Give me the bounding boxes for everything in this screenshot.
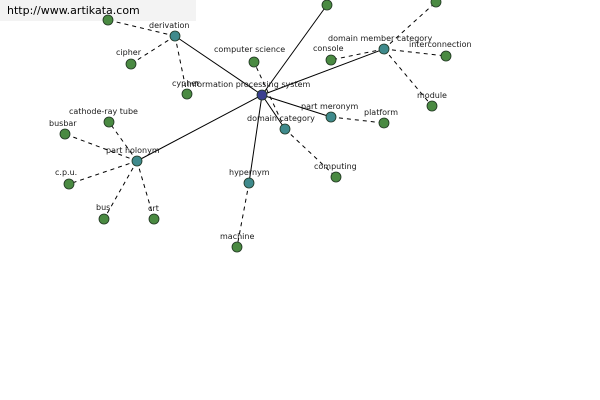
label-part-meronym: part meronym bbox=[301, 102, 358, 111]
node-computer-science[interactable] bbox=[248, 56, 260, 68]
edge-dmc-interconnection bbox=[383, 48, 447, 57]
node-interconnection[interactable] bbox=[440, 50, 452, 62]
node-cypher[interactable] bbox=[181, 88, 193, 100]
node-crt[interactable] bbox=[148, 213, 160, 225]
node-part-meronym[interactable] bbox=[325, 111, 337, 123]
node-derivation[interactable] bbox=[169, 30, 181, 42]
edge-ips-part_holonym bbox=[136, 94, 263, 162]
node-dmc-top[interactable] bbox=[430, 0, 442, 8]
watermark-url: http://www.artikata.com bbox=[0, 0, 196, 21]
label-console: console bbox=[313, 44, 344, 53]
edge-layer bbox=[64, 1, 447, 248]
node-computing[interactable] bbox=[330, 171, 342, 183]
label-dmc: domain member category bbox=[328, 34, 432, 43]
edge-hypernym-machine bbox=[236, 182, 250, 248]
node-machine[interactable] bbox=[231, 241, 243, 253]
edge-part_meronym-platform bbox=[330, 116, 385, 124]
label-interconnection: interconnection bbox=[409, 40, 472, 49]
node-cathode-ray-tube[interactable] bbox=[103, 116, 115, 128]
node-part-holonym[interactable] bbox=[131, 155, 143, 167]
label-derivation: derivation bbox=[149, 21, 189, 30]
label-layer: information processing system derivation d… bbox=[49, 21, 472, 241]
node-layer bbox=[59, 0, 452, 253]
edge-domain_category-computing bbox=[284, 128, 337, 178]
node-cipher[interactable] bbox=[125, 58, 137, 70]
edge-ips-top_a bbox=[261, 4, 328, 96]
node-hypernym[interactable] bbox=[243, 177, 255, 189]
edge-ips-domain_category bbox=[261, 94, 286, 130]
node-top-a[interactable] bbox=[321, 0, 333, 11]
edge-ips-hypernym bbox=[248, 94, 263, 184]
label-part-holonym: part holonym bbox=[106, 146, 160, 155]
label-domain-category: domain category bbox=[247, 114, 315, 123]
edge-dmc-console bbox=[330, 48, 385, 61]
label-computing: computing bbox=[314, 162, 357, 171]
edge-part_holonym-busbar bbox=[64, 133, 138, 162]
node-module[interactable] bbox=[426, 100, 438, 112]
label-machine: machine bbox=[220, 232, 254, 241]
edge-derivation-cipher bbox=[130, 35, 176, 65]
edge-derivation-deriv_top1 bbox=[107, 19, 176, 37]
label-hypernym: hypernym bbox=[229, 168, 270, 177]
node-ips[interactable] bbox=[256, 89, 268, 101]
node-deriv-top1[interactable] bbox=[102, 14, 114, 26]
edge-ips-part_meronym bbox=[261, 94, 332, 118]
label-module: module bbox=[417, 91, 447, 100]
edge-part_holonym-bus bbox=[103, 160, 138, 220]
node-domain-category[interactable] bbox=[279, 123, 291, 135]
label-cipher: cipher bbox=[116, 48, 142, 57]
label-cypher: cypher bbox=[172, 79, 200, 88]
edge-derivation-cypher bbox=[174, 35, 188, 95]
node-dmc[interactable] bbox=[378, 43, 390, 55]
label-busbar: busbar bbox=[49, 119, 77, 128]
edge-part_holonym-cathode_ray_tube bbox=[108, 121, 138, 162]
label-bus: bus bbox=[96, 203, 110, 212]
edge-part_holonym-cpu bbox=[68, 160, 138, 185]
label-cathode-ray-tube: cathode-ray tube bbox=[69, 107, 138, 116]
label-platform: platform bbox=[364, 108, 398, 117]
node-console[interactable] bbox=[325, 54, 337, 66]
node-bus[interactable] bbox=[98, 213, 110, 225]
label-ips: information processing system bbox=[187, 80, 311, 89]
node-busbar[interactable] bbox=[59, 128, 71, 140]
edge-ips-dmc bbox=[261, 48, 385, 96]
label-cpu: c.p.u. bbox=[55, 168, 77, 177]
node-platform[interactable] bbox=[378, 117, 390, 129]
label-crt: crt bbox=[148, 204, 159, 213]
edge-part_holonym-crt bbox=[136, 160, 155, 220]
node-cpu[interactable] bbox=[63, 178, 75, 190]
edge-dmc-dmc_top bbox=[383, 1, 437, 50]
label-computer-science: computer science bbox=[214, 45, 285, 54]
edge-ips-derivation bbox=[174, 35, 263, 96]
